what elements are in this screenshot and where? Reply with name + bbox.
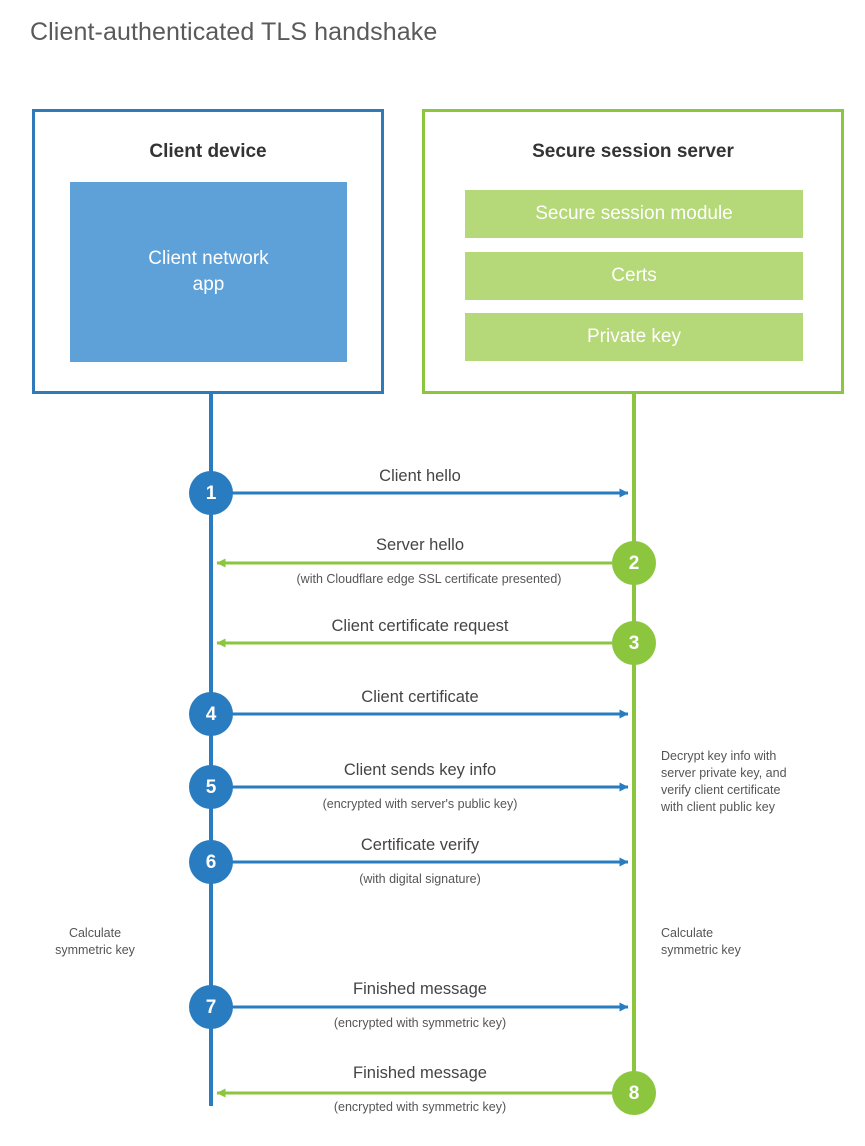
step-label-5: Client sends key info [343, 761, 497, 779]
step-label-6: Certificate verify [360, 836, 480, 854]
server-bar-certs: Certs [465, 252, 803, 300]
client-calculate-line1: Calculate [68, 926, 122, 940]
server-calculate-symmetric-key-note: Calculate symmetric key [661, 925, 741, 959]
step-circle-8[interactable]: 8 [612, 1071, 656, 1115]
step-number: 1 [205, 482, 217, 504]
step-number: 4 [205, 703, 217, 725]
step-number: 2 [628, 552, 640, 574]
step-number: 7 [205, 996, 217, 1018]
server-decrypt-note: Decrypt key info with server private key… [661, 748, 787, 816]
step-circle-2[interactable]: 2 [612, 541, 656, 585]
client-app-label-line2: app [192, 274, 225, 295]
step-sublabel-8: (encrypted with symmetric key) [333, 1100, 507, 1114]
step-label-7: Finished message [353, 980, 487, 998]
step-number: 6 [205, 851, 217, 873]
server-calculate-line2: symmetric key [661, 943, 741, 957]
server-calculate-line1: Calculate [661, 926, 714, 940]
step-sublabel-7: (encrypted with symmetric key) [333, 1016, 507, 1030]
client-device-title: Client device [149, 141, 267, 162]
server-decrypt-note-line2: server private key, and [661, 766, 787, 780]
step-label-3: Client certificate request [331, 617, 509, 635]
step-label-2: Server hello [375, 536, 465, 554]
server-decrypt-note-line1: Decrypt key info with [661, 749, 777, 763]
server-decrypt-note-line3: verify client certificate [661, 783, 781, 797]
server-bar-label: Private key [587, 326, 681, 347]
step-number: 3 [628, 632, 640, 654]
step-sublabel-5: (encrypted with server's public key) [322, 797, 518, 811]
server-decrypt-note-line4: with client public key [661, 800, 775, 814]
step-sublabel-6: (with digital signature) [359, 872, 481, 886]
client-calculate-line2: symmetric key [55, 943, 135, 957]
step-label-4: Client certificate [361, 688, 479, 706]
step-circle-1[interactable]: 1 [189, 471, 233, 515]
step-sublabel-2: (with Cloudflare edge SSL certificate pr… [296, 572, 562, 586]
server-bar-secure-session-module: Secure session module [465, 190, 803, 238]
server-bar-private-key: Private key [465, 313, 803, 361]
step-number: 8 [628, 1082, 640, 1104]
server-bar-label: Secure session module [535, 203, 733, 224]
client-calculate-symmetric-key-note: Calculate symmetric key [0, 925, 190, 959]
step-circle-4[interactable]: 4 [189, 692, 233, 736]
client-network-app-box: Client network app [70, 182, 347, 362]
server-bar-label: Certs [611, 265, 657, 286]
step-circle-5[interactable]: 5 [189, 765, 233, 809]
step-label-1: Client hello [379, 467, 461, 485]
secure-session-server-title: Secure session server [532, 141, 734, 162]
step-circle-3[interactable]: 3 [612, 621, 656, 665]
page-title: Client-authenticated TLS handshake [30, 18, 438, 46]
step-label-8: Finished message [353, 1064, 487, 1082]
step-circle-6[interactable]: 6 [189, 840, 233, 884]
step-number: 5 [205, 776, 217, 798]
client-app-label-line1: Client network [148, 248, 269, 270]
step-circle-7[interactable]: 7 [189, 985, 233, 1029]
